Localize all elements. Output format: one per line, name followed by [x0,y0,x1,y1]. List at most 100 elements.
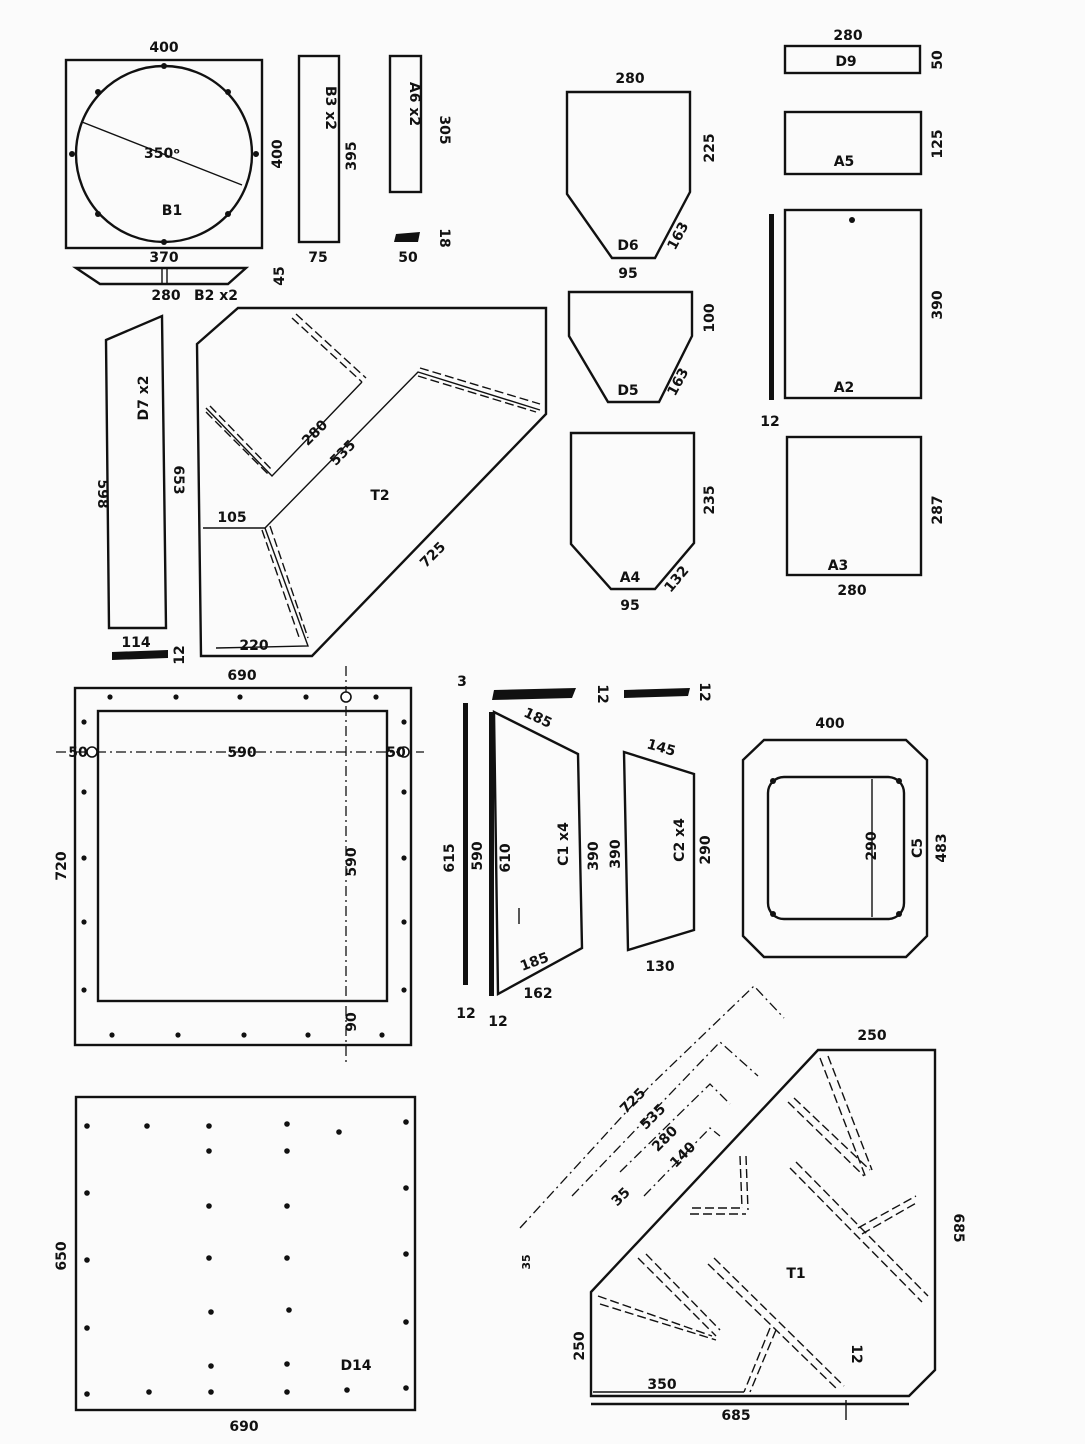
c4-inner-v-label: 590 [344,847,360,876]
d14-name-label: D14 [340,1358,371,1374]
a4-name-label: A4 [620,570,641,586]
t2-name-label: T2 [370,488,389,504]
d7-thickness-label: 12 [172,645,188,664]
c4-margin-left-label: 50 [68,745,88,761]
panel-a2: A2 390 12 [760,208,946,430]
panel-d7: D7 x2 598 653 114 12 [94,314,188,665]
d7-right-label: 653 [170,465,186,494]
panel-b3: B3 x2 395 75 [297,54,360,266]
c5-height-label: 483 [934,833,950,862]
b1-height-label: 400 [270,139,286,168]
c1-inner-label: 185 [518,950,551,975]
a3-name-label: A3 [828,558,849,574]
d5-name-label: D5 [617,383,638,399]
a6-thickness-label: 18 [436,228,452,247]
t2-d220-label: 220 [239,638,268,654]
panel-a3: A3 287 280 [785,435,946,599]
panel-strip: 3 615 12 [442,674,476,1022]
panel-d5: 100 D5 163 [567,290,718,404]
a2-name-label: A2 [834,380,855,396]
panel-c2: 12 145 390 C2 x4 290 130 [608,682,714,975]
d9-width-label: 280 [833,28,862,44]
b2-top-label: 280 [151,288,180,304]
d9-name-label: D9 [835,54,856,70]
a2-thickness-label: 12 [760,414,779,430]
d7-name-label: D7 x2 [136,375,152,420]
c2-left-label: 390 [608,839,624,868]
a6-height-label: 305 [436,115,452,144]
d5-slant-label: 163 [665,365,693,398]
a3-height-label: 287 [930,495,946,524]
strip-d3-label: 3 [457,674,467,690]
t1-bottom-label: 685 [721,1408,750,1424]
panel-d6: 280 225 D6 163 95 [565,71,718,282]
c5-inner-label: 290 [864,831,880,860]
b1-diameter-label: 350ᵒ [144,146,180,162]
c1-thickness-label: 12 [488,1014,507,1030]
panel-a5: A5 125 [783,110,946,176]
a2-height-label: 390 [930,290,946,319]
panel-c4: 690 720 590 590 50 50 90 [54,666,424,1062]
strip-length-label: 615 [442,843,458,872]
c1-bar-thickness-label: 12 [594,684,610,703]
d6-height-label: 225 [702,133,718,162]
c5-width-label: 400 [815,716,844,732]
c4-inner-label: 590 [227,745,256,761]
c1-d610-label: 610 [498,843,514,872]
c2-right-label: 290 [698,835,714,864]
c2-bottom-label: 130 [645,959,674,975]
c1-right-label: 390 [586,841,602,870]
d7-width-label: 114 [121,635,150,651]
a3-width-label: 280 [837,583,866,599]
t1-dq-label: 35 [520,1254,533,1269]
c2-bar-thickness-label: 12 [696,682,712,701]
d14-width-label: 690 [229,1419,258,1435]
b3-height-label: 395 [344,141,360,170]
a5-name-label: A5 [834,154,855,170]
strip-thickness-label: 12 [456,1006,475,1022]
panel-a4: 235 A4 132 95 [569,431,718,614]
panel-c5: 400 290 C5 483 [741,716,950,959]
b1-width-label: 400 [149,40,178,56]
c4-width-label: 690 [227,668,256,684]
c2-name-label: C2 x4 [672,818,688,862]
d14-height-label: 650 [54,1241,70,1270]
t1-d35-label: 35 [609,1185,634,1210]
a4-height-label: 235 [702,485,718,514]
d6-top-label: 280 [615,71,644,87]
a4-slant-label: 132 [661,563,692,596]
t1-d12-label: 12 [848,1344,864,1363]
c1-bottom-label: 162 [523,986,552,1002]
panel-a6: A6 x2 305 50 18 [388,54,452,266]
panel-d14: 650 D14 690 [54,1095,417,1435]
d5-height-label: 100 [702,303,718,332]
t1-bottom-inner-label: 350 [647,1377,676,1393]
t2-d535-label: 535 [327,437,359,469]
d6-slant-label: 163 [665,219,693,252]
t2-d105-label: 105 [217,510,246,526]
b2-name-label: B2 x2 [194,288,238,304]
c4-bottom-label: 90 [344,1012,360,1032]
panel-b1: 400 400 350ᵒ B1 [64,40,286,250]
panel-d9: 280 D9 50 [783,28,946,75]
d6-bottom-label: 95 [618,266,637,282]
b2-height-label: 45 [272,266,288,285]
t1-right-label: 685 [950,1213,966,1242]
c1-name-label: C1 x4 [556,822,572,866]
d7-left-label: 598 [94,479,110,508]
c4-margin-right-label: 50 [386,745,406,761]
b1-name-label: B1 [162,203,182,219]
a6-width-label: 50 [398,250,418,266]
panel-t1: 250 685 250 350 685 T1 12 725 535 280 14… [519,985,966,1424]
panel-t2: T2 105 220 280 535 725 [195,306,548,658]
c5-name-label: C5 [910,838,926,858]
a5-height-label: 125 [930,129,946,158]
b3-width-label: 75 [308,250,327,266]
c4-height-label: 720 [54,851,70,880]
b1-bottom-label: 370 [149,250,178,266]
c1-d590-label: 590 [470,841,486,870]
a6-name-label: A6 x2 [406,82,422,126]
d6-name-label: D6 [617,238,638,254]
t1-name-label: T1 [786,1266,805,1282]
